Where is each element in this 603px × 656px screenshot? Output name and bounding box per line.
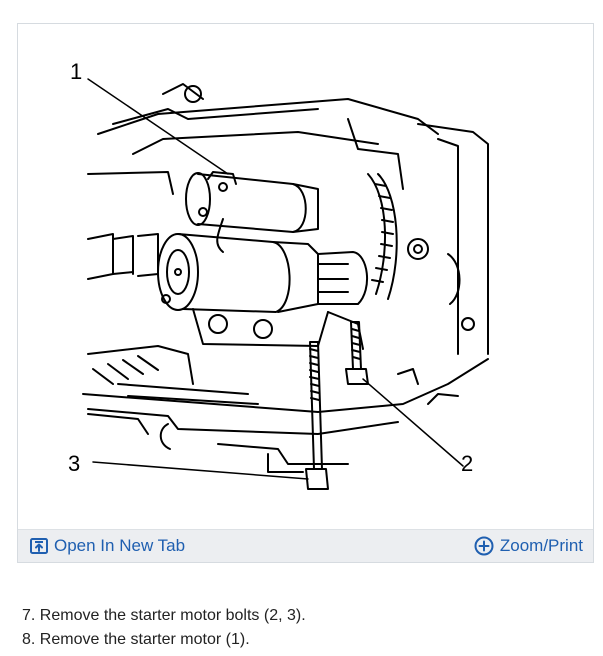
engine-diagram: 1 2 3 bbox=[18, 24, 593, 529]
open-in-new-tab-icon bbox=[30, 538, 48, 554]
zoom-print-button[interactable]: Zoom/Print bbox=[474, 536, 583, 556]
zoom-plus-icon bbox=[474, 536, 494, 556]
figure-card: 1 2 3 Open In New Tab Zoom/Pri bbox=[17, 23, 594, 563]
zoom-print-label: Zoom/Print bbox=[499, 536, 583, 555]
open-in-new-tab-button[interactable]: Open In New Tab bbox=[30, 536, 185, 556]
figure-toolbar: Open In New Tab Zoom/Print bbox=[18, 529, 593, 562]
callout-2-label: 2 bbox=[461, 451, 473, 476]
callout-3-label: 3 bbox=[68, 451, 80, 476]
starter-motor-illustration: 1 2 3 bbox=[68, 59, 489, 490]
instruction-steps: 7. Remove the starter motor bolts (2, 3)… bbox=[22, 604, 306, 652]
open-in-new-tab-label: Open In New Tab bbox=[54, 536, 186, 555]
step-8: 8. Remove the starter motor (1). bbox=[22, 631, 250, 648]
callout-1-label: 1 bbox=[70, 59, 82, 84]
step-7: 7. Remove the starter motor bolts (2, 3)… bbox=[22, 607, 306, 624]
